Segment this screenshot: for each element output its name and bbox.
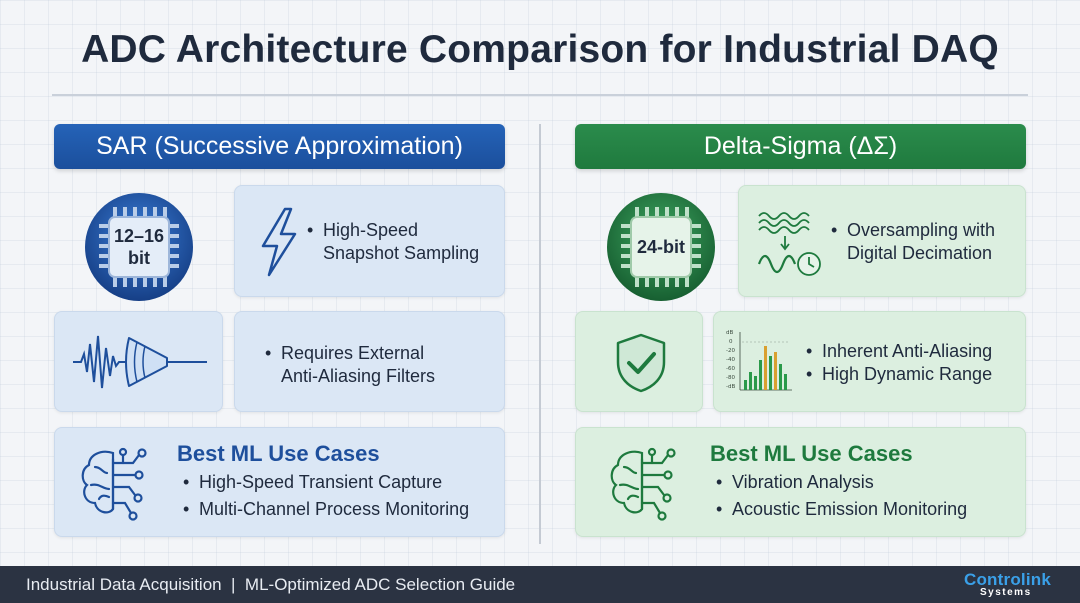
page-title: ADC Architecture Comparison for Industri… [81, 28, 999, 71]
shield-check-icon [616, 333, 666, 393]
bullet-item: High-Speed Transient Capture [183, 471, 469, 494]
sar-ml-card: Best ML Use Cases High-Speed Transient C… [54, 427, 505, 537]
sar-chip: 12–16 bit [78, 191, 200, 303]
company-logo: Controlink Systems [958, 570, 1054, 600]
ds-chip: 24-bit [600, 191, 722, 303]
ds-oversampling-card: Oversampling with Digital Decimation [738, 185, 1026, 297]
ds-shield-card [575, 311, 703, 412]
sar-signal-card [54, 311, 223, 412]
ds-header: Delta-Sigma (ΔΣ) [575, 124, 1026, 169]
bullet-item: Multi-Channel Process Monitoring [183, 498, 469, 521]
spectrum-bars-icon: dB 0 -20 -40 -60 -80 -dB [726, 330, 792, 391]
ds-ml-card: Best ML Use Cases Vibration Analysis Aco… [575, 427, 1026, 537]
ds-feature-bullets: Inherent Anti-Aliasing High Dynamic Rang… [806, 340, 992, 386]
logo-sub-text: Systems [980, 587, 1032, 598]
sar-ml-title: Best ML Use Cases [177, 441, 380, 466]
sar-filter-card: Requires External Anti-Aliasing Filters [234, 311, 505, 412]
bullet-item: High Dynamic Range [806, 363, 992, 386]
column-divider [539, 124, 541, 544]
sar-filter-bullets: Requires External Anti-Aliasing Filters [265, 342, 435, 388]
bullet-item: High-Speed Snapshot Sampling [307, 219, 479, 265]
bullet-item: Vibration Analysis [716, 471, 967, 494]
axis-tick: dB [726, 330, 733, 336]
footer-bar: Industrial Data Acquisition | ML-Optimiz… [0, 566, 1080, 603]
sar-speed-card: High-Speed Snapshot Sampling [234, 185, 505, 297]
brain-circuit-icon [610, 447, 676, 521]
brain-circuit-icon [81, 447, 147, 521]
ds-ml-text: Best ML Use Cases Vibration Analysis Aco… [710, 440, 967, 521]
bullet-item: Acoustic Emission Monitoring [716, 498, 967, 521]
ds-ml-bullets: Vibration Analysis Acoustic Emission Mon… [716, 471, 967, 521]
sar-header: SAR (Successive Approximation) [54, 124, 505, 169]
spectrum-axis: dB 0 -20 -40 -60 -80 -dB [726, 330, 735, 390]
wave-clock-icon [757, 212, 821, 276]
signal-cone-icon [73, 335, 207, 389]
sar-chip-label: 12–16 bit [113, 226, 165, 268]
bullet-item: Requires External Anti-Aliasing Filters [265, 342, 435, 388]
cpu-chip-icon [85, 193, 193, 301]
axis-tick: -80 [726, 375, 735, 381]
axis-tick: -dB [726, 384, 735, 390]
axis-tick: -40 [726, 357, 735, 363]
ds-feature-card: dB 0 -20 -40 -60 -80 -dB Inherent Anti-A… [713, 311, 1026, 412]
bullet-item: Oversampling with Digital Decimation [831, 219, 995, 265]
title-divider [52, 94, 1028, 96]
cpu-chip-icon [607, 193, 715, 301]
logo-main-text: Controlink [964, 570, 1051, 589]
bullet-item: Inherent Anti-Aliasing [806, 340, 992, 363]
axis-tick: -60 [726, 366, 735, 372]
footer-text: Industrial Data Acquisition | ML-Optimiz… [26, 574, 516, 594]
ds-oversampling-bullets: Oversampling with Digital Decimation [831, 219, 995, 265]
sar-ml-text: Best ML Use Cases High-Speed Transient C… [177, 440, 469, 521]
axis-tick: -20 [726, 348, 735, 354]
sar-speed-bullets: High-Speed Snapshot Sampling [307, 219, 479, 265]
ds-ml-title: Best ML Use Cases [710, 441, 913, 466]
ds-chip-label: 24-bit [636, 237, 685, 257]
sar-ml-bullets: High-Speed Transient Capture Multi-Chann… [183, 471, 469, 521]
lightning-bolt-icon [261, 207, 297, 277]
axis-tick: 0 [729, 339, 733, 345]
